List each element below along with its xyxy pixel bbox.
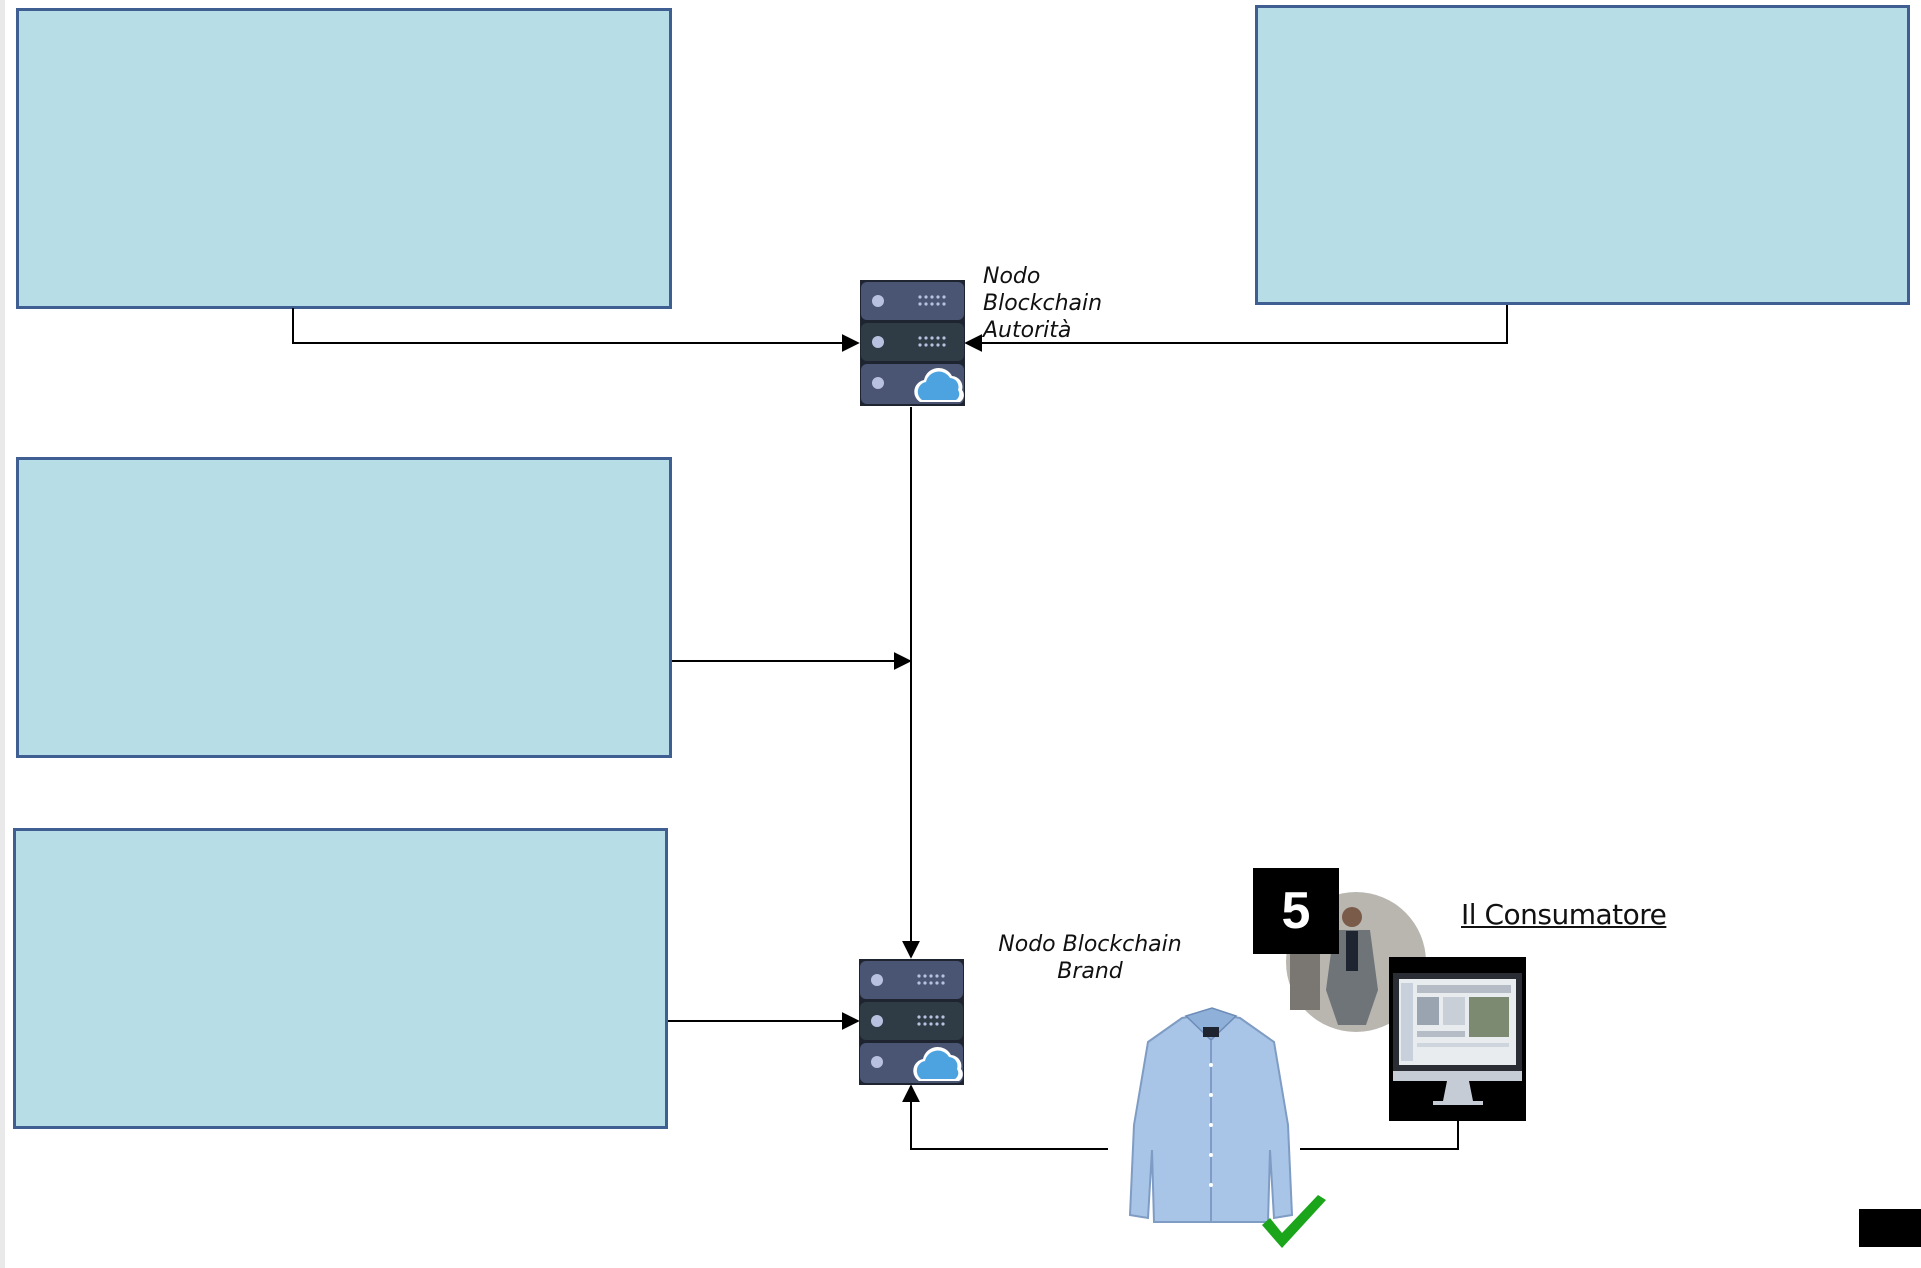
monitor-icon bbox=[1389, 957, 1526, 1121]
corner-black-block bbox=[1859, 1209, 1921, 1247]
node-label-authority-line-1: Nodo bbox=[983, 264, 1041, 289]
shirt-image bbox=[1128, 1007, 1294, 1223]
connector-shirt-to-brand bbox=[902, 1084, 1108, 1150]
connector-shirt-to-monitor bbox=[1300, 1118, 1459, 1150]
node-label-brand-line-2: Brand bbox=[1057, 959, 1123, 984]
connector-topright-to-authority bbox=[964, 305, 1508, 352]
step-number-badge: 5 bbox=[1253, 868, 1339, 954]
checkmark-icon bbox=[1262, 1195, 1326, 1248]
node-label-authority-line-3: Autorità bbox=[983, 318, 1072, 343]
node-label-brand: Nodo Blockchain Brand bbox=[990, 931, 1190, 985]
consumer-title: Il Consumatore bbox=[1461, 898, 1667, 931]
box-top-right bbox=[1255, 5, 1910, 305]
server-cloud-icon-brand bbox=[859, 959, 964, 1085]
left-edge-strip bbox=[0, 0, 5, 1268]
server-cloud-icon-authority bbox=[860, 280, 965, 406]
node-label-authority-line-2: Blockchain bbox=[983, 291, 1103, 316]
box-middle-left bbox=[16, 457, 672, 758]
node-label-brand-line-1: Nodo Blockchain bbox=[998, 932, 1182, 957]
box-top-left bbox=[16, 8, 672, 309]
box-bottom-left bbox=[13, 828, 668, 1129]
node-label-authority: Nodo Blockchain Autorità bbox=[983, 263, 1102, 344]
connector-topleft-to-authority bbox=[292, 308, 860, 352]
